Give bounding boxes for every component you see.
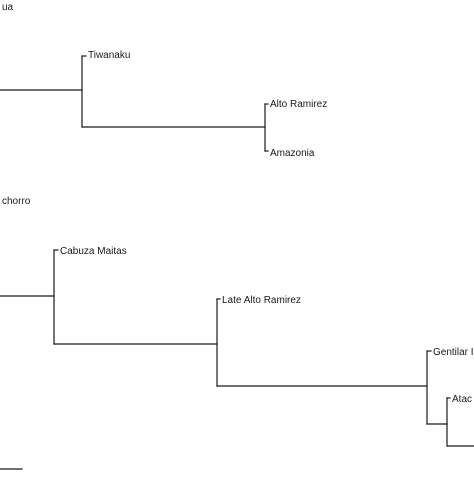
label-gentilar-partial: Gentilar Il xyxy=(433,347,474,358)
label-amazonia: Amazonia xyxy=(270,148,315,159)
label-cabuza-maitas: Cabuza Maitas xyxy=(60,246,127,257)
label-tiwanaku: Tiwanaku xyxy=(88,50,130,61)
label-atacama-partial: Atac xyxy=(452,394,472,405)
label-late-alto-ramirez: Late Alto Ramirez xyxy=(222,295,301,306)
label-pucara-partial: ua xyxy=(2,2,14,13)
label-alto-ramirez: Alto Ramirez xyxy=(270,99,327,110)
label-quitor-partial: chorro xyxy=(2,196,31,207)
